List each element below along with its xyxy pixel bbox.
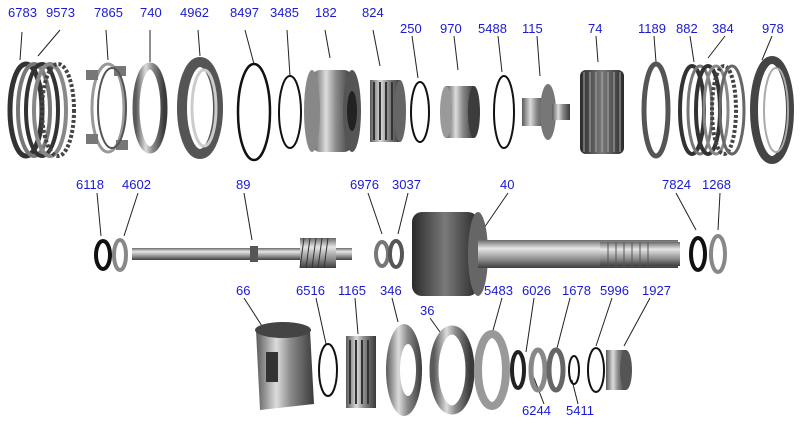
ring-740 [132,62,168,154]
label-7865: 7865 [94,5,123,20]
label-89: 89 [236,177,251,192]
label-7824: 7824 [662,177,691,192]
washer-1678 [546,347,566,393]
label-5996: 5996 [600,283,629,298]
snap-ring-250 [410,81,430,143]
clutch-pack-6783 [7,61,76,159]
label-6976: 6976 [350,177,379,192]
spring-retainer-7865 [86,62,128,154]
bushing-970 [440,86,480,138]
shaft-89 [132,237,352,269]
snap-ring-8497 [236,62,272,162]
snap-ring-5411 [568,355,580,385]
label-1678: 1678 [562,283,591,298]
drum-978 [750,56,794,164]
label-5488: 5488 [478,21,507,36]
label-40: 40 [500,177,515,192]
label-4962: 4962 [180,5,209,20]
hub-115 [522,84,570,140]
snap-ring-6516 [318,343,338,397]
label-115: 115 [522,21,543,36]
label-1189: 1189 [638,21,666,36]
snap-ring-5488 [493,75,515,149]
label-384: 384 [712,21,734,36]
snap-ring-5996 [587,347,605,393]
label-66: 66 [236,283,251,298]
ring-1189 [641,61,671,159]
label-824: 824 [362,5,384,20]
label-882: 882 [676,21,698,36]
label-970: 970 [440,21,462,36]
label-182: 182 [315,5,337,20]
washer-1268 [709,234,727,274]
gear-74 [580,70,624,154]
washer-7824 [689,236,707,272]
label-740: 740 [140,5,162,20]
label-1927: 1927 [642,283,671,298]
label-8497: 8497 [230,5,259,20]
label-6118: 6118 [76,177,104,192]
clutch-pack-882 [678,64,746,156]
label-4602: 4602 [122,177,151,192]
washer-6026 [510,350,526,390]
label-6516: 6516 [296,283,325,298]
carrier-shaft-40 [412,212,680,296]
label-250: 250 [400,21,422,36]
washer-6976 [374,240,390,268]
drum-182 [304,70,361,152]
label-5483: 5483 [484,283,513,298]
washer-6244 [528,347,548,393]
label-3485: 3485 [270,5,299,20]
bearing-824 [370,80,406,142]
label-9573: 9573 [46,5,75,20]
ring-36 [429,325,475,415]
piston-4962 [177,57,223,159]
label-74: 74 [588,21,603,36]
race-346 [386,324,422,416]
label-1165: 1165 [338,283,366,298]
label-6783: 6783 [8,5,37,20]
label-5411: 5411 [566,403,594,418]
ring-5483 [474,330,510,410]
snap-ring-3485 [278,75,302,149]
label-346: 346 [380,283,402,298]
sprag-1165 [346,336,376,408]
washer-4602 [112,238,128,272]
washer-6118 [94,239,112,271]
label-6026: 6026 [522,283,551,298]
label-6244: 6244 [522,403,551,418]
label-3037: 3037 [392,177,421,192]
bearing-1927 [606,350,632,390]
drum-66 [255,322,314,410]
label-978: 978 [762,21,784,36]
washer-3037 [388,239,404,269]
label-1268: 1268 [702,177,731,192]
label-36: 36 [420,303,435,318]
